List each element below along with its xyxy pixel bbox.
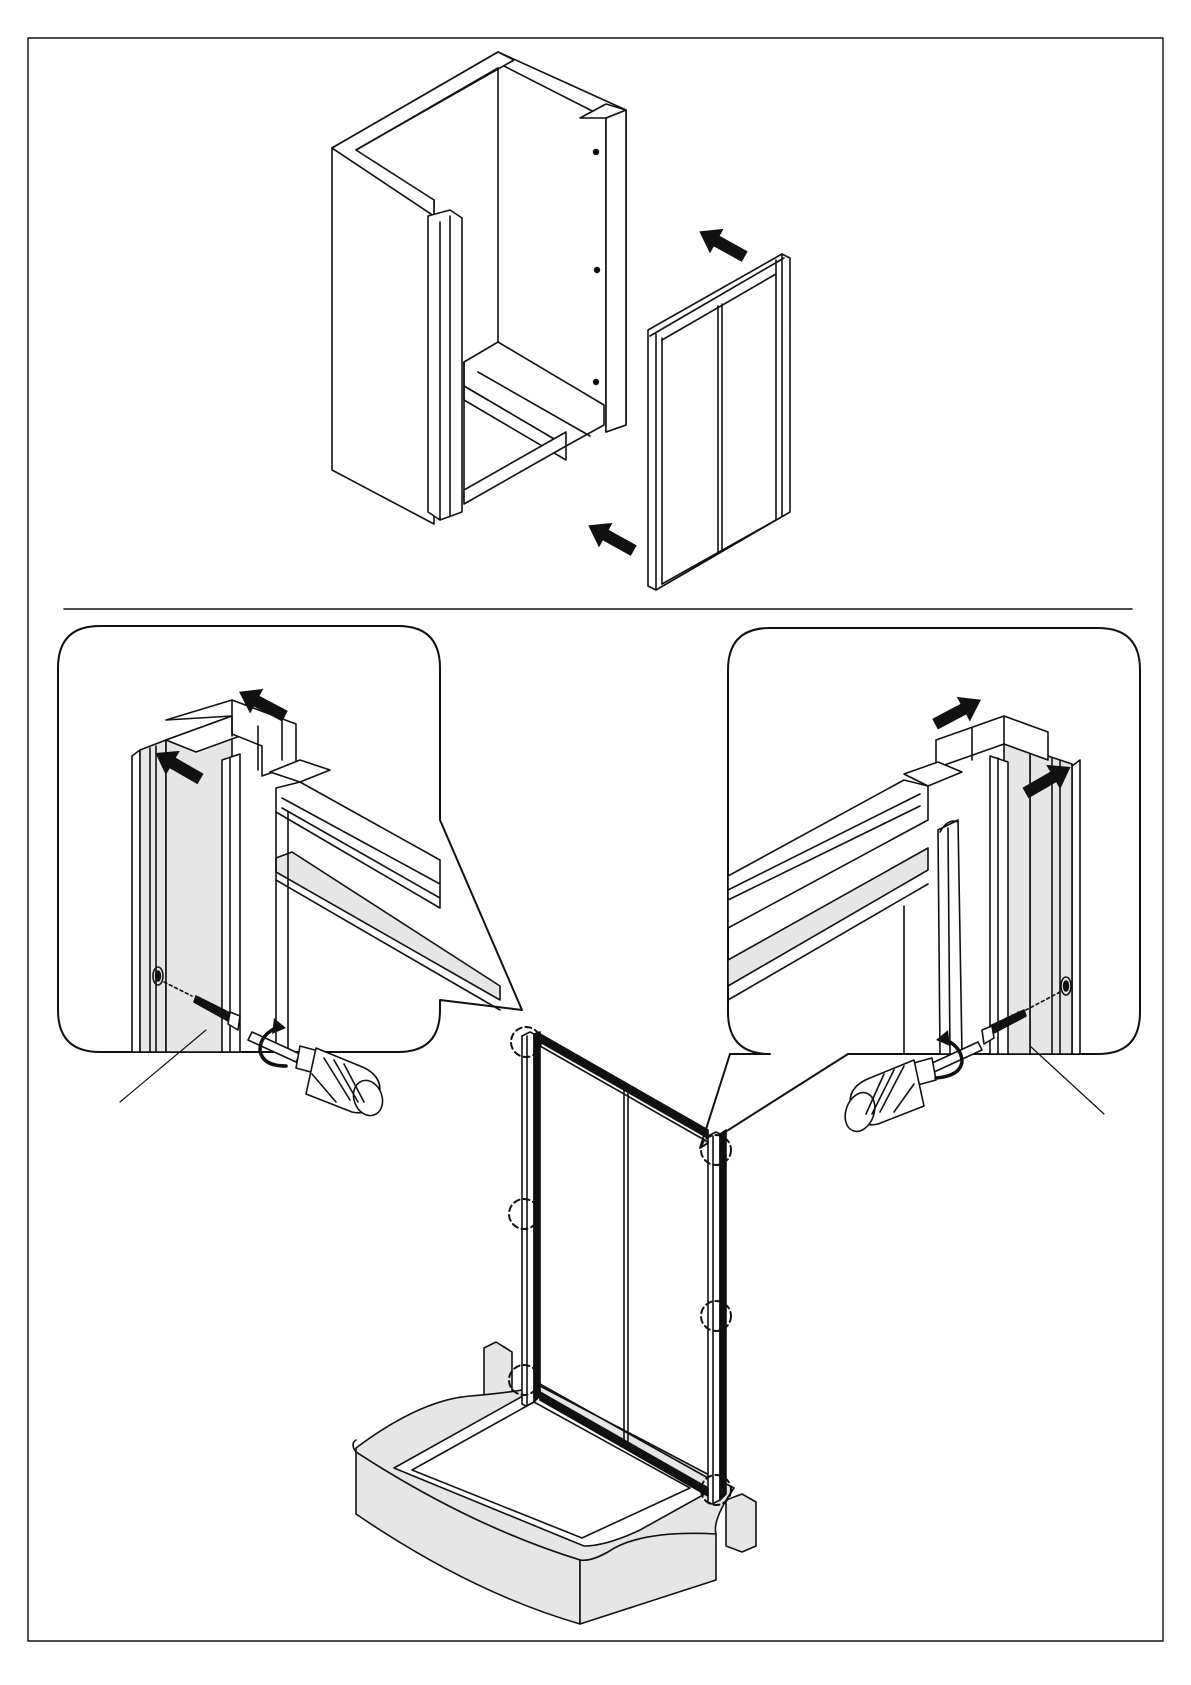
insert-arrow-bottom	[581, 513, 640, 563]
insert-arrow-top	[692, 219, 751, 269]
callout-left-bubble	[58, 626, 522, 1052]
shower-enclosure-walls	[332, 52, 626, 524]
leader-line-right	[1030, 1046, 1104, 1114]
sliding-door-panel	[648, 254, 790, 590]
